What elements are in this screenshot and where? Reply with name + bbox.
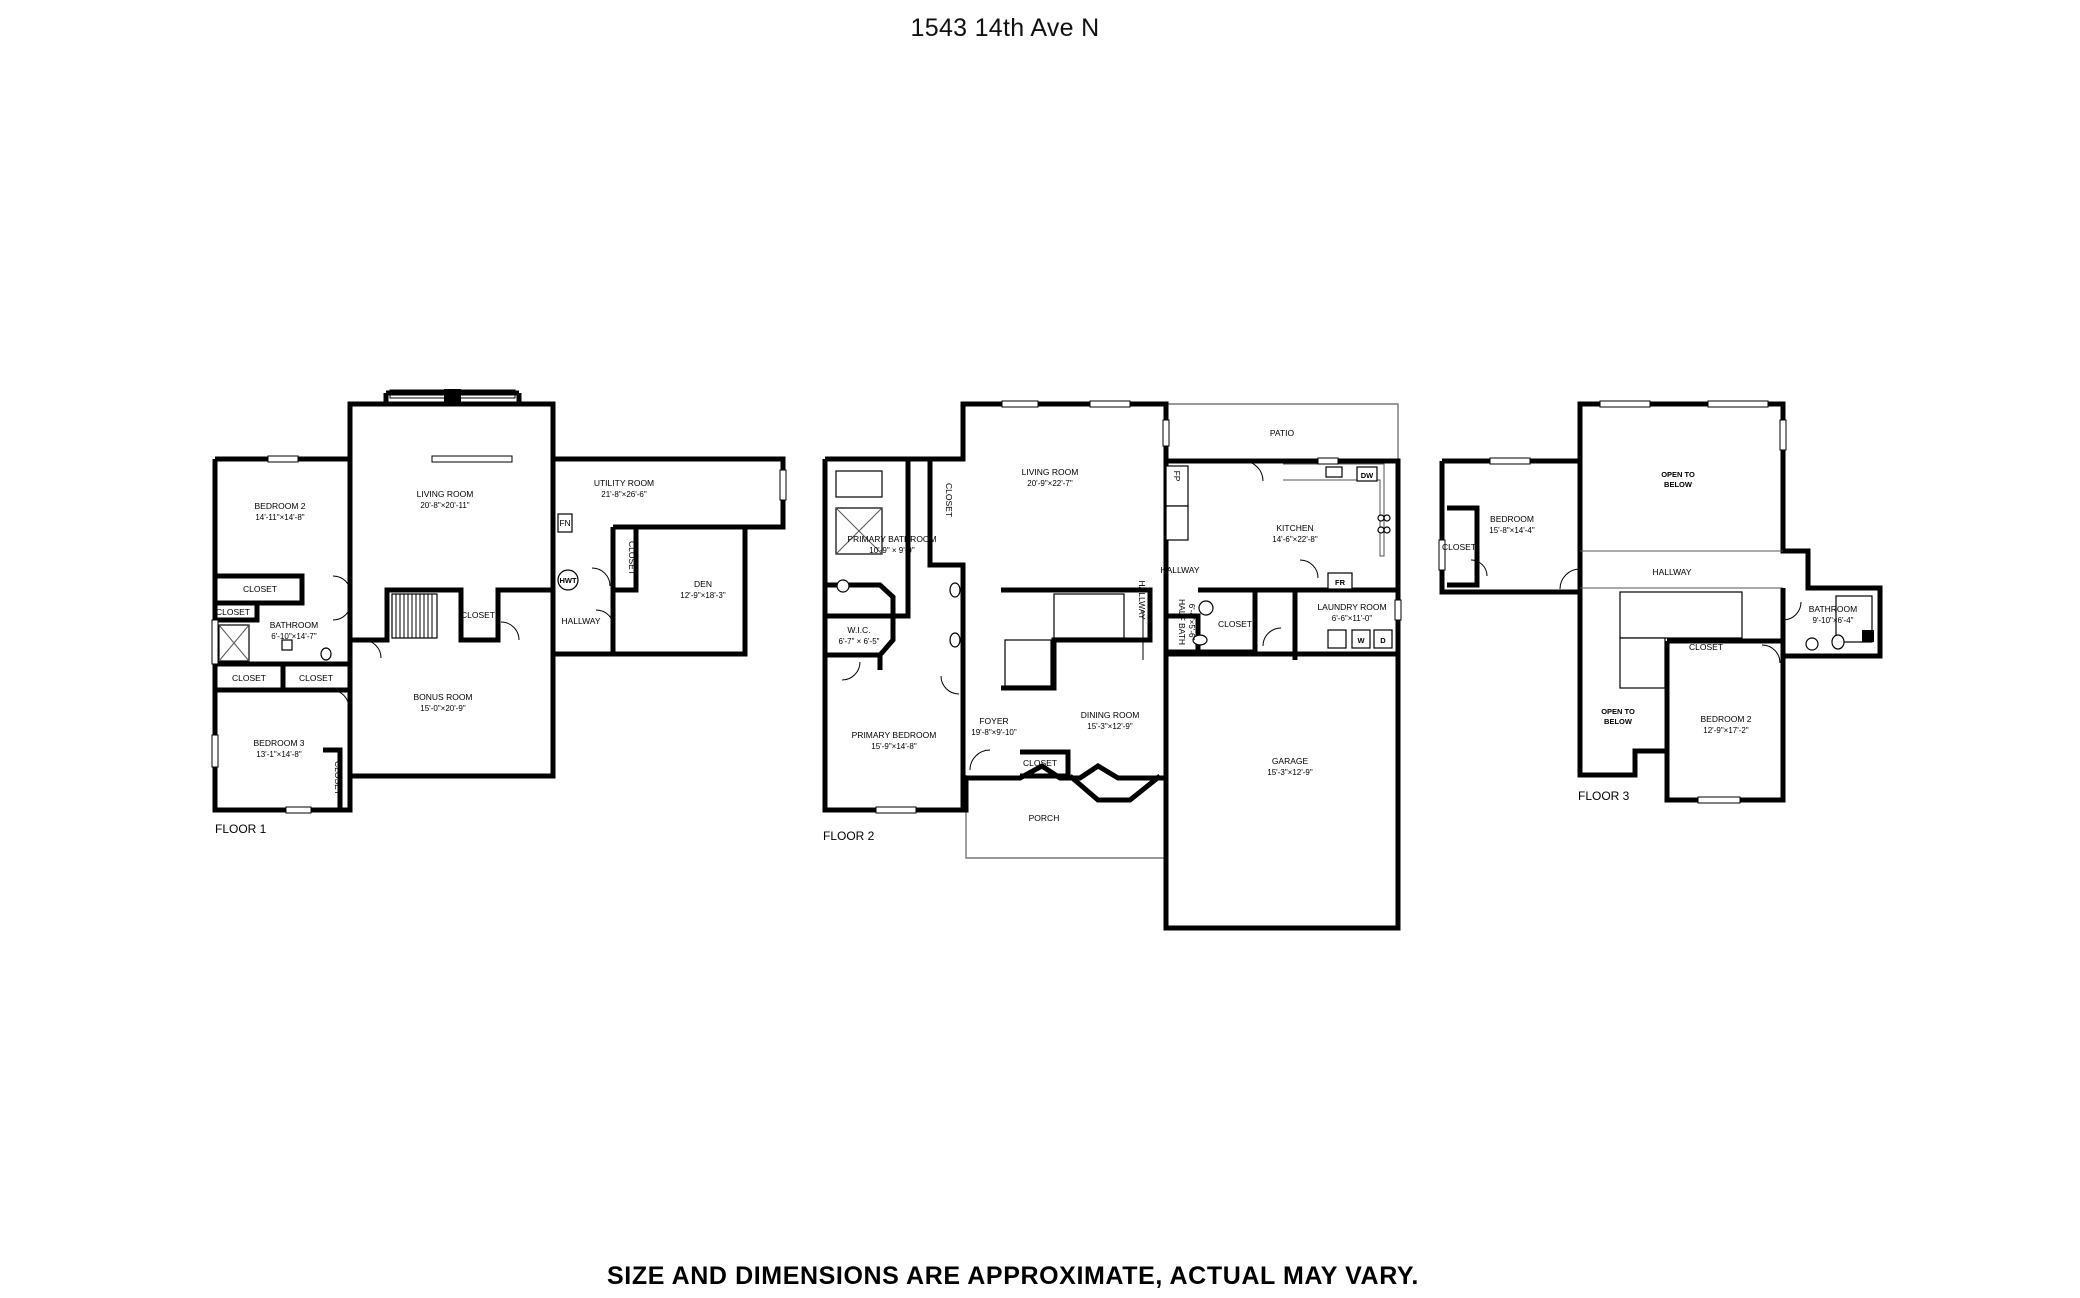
floor-1-plan: BEDROOM 2 14'-11"×14'-8" LIVING ROOM 20'… <box>211 389 787 836</box>
f2-kitchen-label: KITCHEN <box>1276 523 1313 533</box>
f2-dining-room-dim: 15'-3"×12'-9" <box>1087 722 1133 731</box>
f3-open-to-below-label: BELOW <box>1604 717 1633 726</box>
f2-garage-label: GARAGE <box>1272 756 1309 766</box>
f3-closet-label: CLOSET <box>1689 642 1723 652</box>
f1-bonus-room-dim: 15'-0"×20'-9" <box>420 704 466 713</box>
f3-hallway-label: HALLWAY <box>1652 567 1691 577</box>
f1-closet-label: CLOSET <box>232 673 266 683</box>
page-title: 1543 14th Ave N <box>910 14 1100 42</box>
f3-closet-label: CLOSET <box>1442 542 1476 552</box>
f1-fn-label: FN <box>559 518 570 528</box>
f2-primary-bedroom-label: PRIMARY BEDROOM <box>852 730 937 740</box>
f3-open-to-below-label: OPEN TO <box>1661 470 1695 479</box>
floor-2-stairs <box>1001 587 1153 691</box>
f1-bathroom-label: BATHROOM <box>270 620 318 630</box>
f2-closet-label: CLOSET <box>944 483 954 517</box>
f1-bedroom3-dim: 13'-1"×14'-8" <box>256 750 302 759</box>
f2-kitchen-dim: 14'-6"×22'-8" <box>1272 535 1318 544</box>
f2-primary-bathroom-dim: 10'-9" × 9'-9" <box>869 546 915 555</box>
f2-laundry-room-label: LAUNDRY ROOM <box>1317 602 1386 612</box>
f1-living-room-dim: 20'-8"×20'-11" <box>420 501 469 510</box>
f1-closet-label: CLOSET <box>216 607 250 617</box>
f1-bedroom3-label: BEDROOM 3 <box>253 738 304 748</box>
f2-living-room-dim: 20'-9"×22'-7" <box>1027 479 1073 488</box>
f2-hallway-label: HALLWAY <box>1160 565 1199 575</box>
f2-dining-room-label: DINING ROOM <box>1081 710 1140 720</box>
floor-2-label: FLOOR 2 <box>823 829 875 843</box>
f2-dw-label: DW <box>1361 471 1374 480</box>
f1-hallway-label: HALLWAY <box>561 616 600 626</box>
f1-bedroom2-label: BEDROOM 2 <box>254 501 305 511</box>
f3-bedroom-label: BEDROOM <box>1490 514 1534 524</box>
f1-closet-label: CLOSET <box>299 673 333 683</box>
f2-garage-dim: 15'-3"×12'-9" <box>1267 768 1313 777</box>
f2-patio-label: PATIO <box>1270 428 1295 438</box>
f3-open-to-below-label: BELOW <box>1664 480 1693 489</box>
f2-wic-dim: 6'-7" × 6'-5" <box>839 637 880 646</box>
floor-3-stairs <box>1619 591 1743 689</box>
f2-half-bath-dim: 6'-4"×5'-6" <box>1187 604 1196 641</box>
f1-living-room-label: LIVING ROOM <box>417 489 474 499</box>
f3-open-to-below-label: OPEN TO <box>1601 707 1635 716</box>
f1-den-label: DEN <box>694 579 712 589</box>
f1-bathroom-dim: 6'-10"×14'-7" <box>271 632 317 641</box>
f1-utility-room-label: UTILITY ROOM <box>594 478 654 488</box>
f3-bedroom2-dim: 12'-9"×17'-2" <box>1703 726 1749 735</box>
f2-closet-label: CLOSET <box>1023 758 1057 768</box>
f1-utility-room-dim: 21'-8"×26'-6" <box>601 490 647 499</box>
f2-closet-label: CLOSET <box>1218 619 1252 629</box>
f2-primary-bathroom-label: PRIMARY BATHROOM <box>847 534 936 544</box>
f2-d-label: D <box>1380 636 1386 645</box>
f2-fr-label: FR <box>1335 578 1346 587</box>
f2-w-label: W <box>1357 636 1365 645</box>
f2-living-room-label: LIVING ROOM <box>1022 467 1079 477</box>
floor-1-label: FLOOR 1 <box>215 822 267 836</box>
f3-bedroom-dim: 15'-8"×14'-4" <box>1489 526 1535 535</box>
f2-porch-label: PORCH <box>1029 813 1060 823</box>
f2-fp-label: FP <box>1172 471 1182 482</box>
f3-bathroom-dim: 9'-10"×6'-4" <box>1813 616 1854 625</box>
f2-foyer-label: FOYER <box>979 716 1008 726</box>
floor-2-plan: LIVING ROOM 20'-9"×22'-7" PATIO KITCHEN … <box>822 400 1402 931</box>
disclaimer-note: SIZE AND DIMENSIONS ARE APPROXIMATE, ACT… <box>607 1262 1419 1290</box>
f2-half-bath-label: HALF BATH <box>1177 599 1187 645</box>
f1-closet-label: CLOSET <box>243 584 277 594</box>
floor-3-plan: BEDROOM 15'-8"×14'-4" OPEN TO BELOW OPEN… <box>1438 400 1883 804</box>
f1-hwt-label: HWT <box>559 576 576 585</box>
f1-bedroom2-dim: 14'-11"×14'-8" <box>255 513 304 522</box>
f2-wic-label: W.I.C. <box>847 625 870 635</box>
f1-den-dim: 12'-9"×18'-3" <box>680 591 726 600</box>
floor-1-stairs <box>391 593 438 639</box>
floor-3-label: FLOOR 3 <box>1578 789 1630 803</box>
f3-bathroom-label: BATHROOM <box>1809 604 1857 614</box>
f1-closet-label: CLOSET <box>461 610 495 620</box>
f1-closet-label: CLOSET <box>627 541 637 575</box>
f2-foyer-dim: 19'-8"×9'-10" <box>971 728 1017 737</box>
f1-closet-label: CLOSET <box>333 761 343 795</box>
f2-hallway-vertical-label: HALLWAY <box>1137 580 1147 619</box>
f1-bonus-room-label: BONUS ROOM <box>413 692 472 702</box>
f2-primary-bedroom-dim: 15'-9"×14'-8" <box>871 742 917 751</box>
f3-bedroom2-label: BEDROOM 2 <box>1700 714 1751 724</box>
f2-laundry-room-dim: 6'-6"×11'-0" <box>1332 614 1373 623</box>
